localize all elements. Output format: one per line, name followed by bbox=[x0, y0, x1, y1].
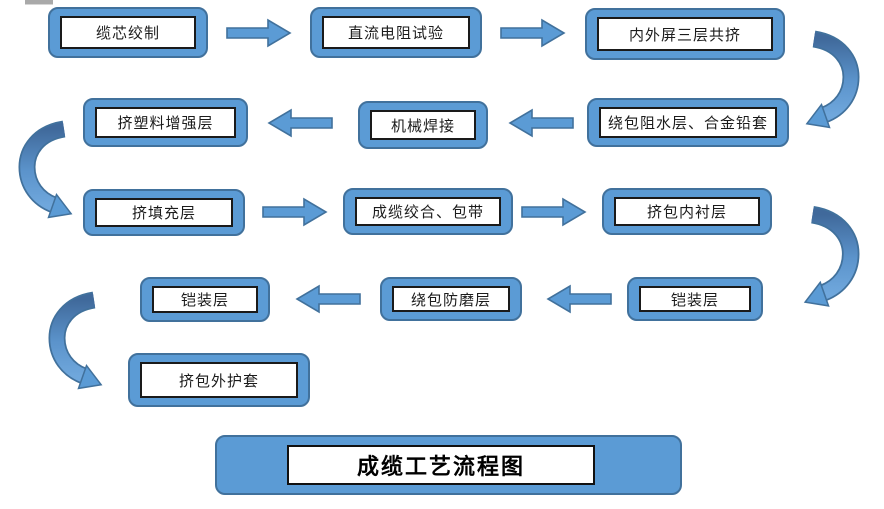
flow-step-6: 挤塑料增强层 bbox=[83, 98, 248, 147]
flow-step-2-label: 直流电阻试验 bbox=[322, 16, 470, 49]
curved-arrow-down-left-icon bbox=[805, 30, 860, 129]
curved-arrow-down-right-icon bbox=[18, 120, 73, 219]
arrow-right-icon bbox=[226, 18, 292, 48]
arrow-left-icon bbox=[508, 108, 574, 138]
flow-step-1: 缆芯绞制 bbox=[48, 7, 208, 58]
flow-step-5: 机械焊接 bbox=[358, 101, 488, 149]
flowchart-title: 成缆工艺流程图 bbox=[287, 445, 595, 485]
flow-step-13-label: 挤包外护套 bbox=[140, 362, 298, 398]
flow-step-6-label: 挤塑料增强层 bbox=[95, 107, 236, 138]
flowchart-title-banner: 成缆工艺流程图 bbox=[215, 435, 682, 495]
arrow-left-icon bbox=[546, 284, 612, 314]
flow-step-2: 直流电阻试验 bbox=[310, 7, 482, 58]
curved-arrow-down-right-icon bbox=[48, 291, 103, 390]
flow-step-11: 绕包防磨层 bbox=[380, 277, 522, 321]
arrow-right-icon bbox=[521, 197, 587, 227]
page-artifact-marker bbox=[25, 0, 53, 5]
arrow-left-icon bbox=[295, 284, 361, 314]
flow-step-3-label: 内外屏三层共挤 bbox=[597, 17, 773, 51]
flow-step-9: 挤包内衬层 bbox=[602, 188, 772, 235]
flow-step-11-label: 绕包防磨层 bbox=[392, 286, 510, 312]
arrow-left-icon bbox=[267, 108, 333, 138]
flow-step-12: 铠装层 bbox=[140, 277, 270, 322]
flow-step-8: 成缆绞合、包带 bbox=[343, 188, 513, 235]
arrow-right-icon bbox=[262, 197, 328, 227]
curved-arrow-down-left-icon bbox=[803, 205, 860, 307]
flow-step-4-label: 绕包阻水层、合金铅套 bbox=[599, 107, 777, 138]
flow-step-7: 挤填充层 bbox=[83, 189, 245, 236]
flow-step-8-label: 成缆绞合、包带 bbox=[355, 197, 501, 226]
arrow-right-icon bbox=[500, 18, 566, 48]
flow-step-13: 挤包外护套 bbox=[128, 353, 310, 407]
flow-step-12-label: 铠装层 bbox=[152, 286, 258, 313]
flow-step-3: 内外屏三层共挤 bbox=[585, 8, 785, 60]
flow-step-5-label: 机械焊接 bbox=[370, 110, 476, 140]
flow-step-4: 绕包阻水层、合金铅套 bbox=[587, 98, 789, 147]
flow-step-10: 铠装层 bbox=[627, 277, 763, 321]
flow-step-10-label: 铠装层 bbox=[639, 286, 751, 312]
flow-step-7-label: 挤填充层 bbox=[95, 198, 233, 227]
flow-step-9-label: 挤包内衬层 bbox=[614, 197, 760, 226]
flow-step-1-label: 缆芯绞制 bbox=[60, 16, 196, 49]
